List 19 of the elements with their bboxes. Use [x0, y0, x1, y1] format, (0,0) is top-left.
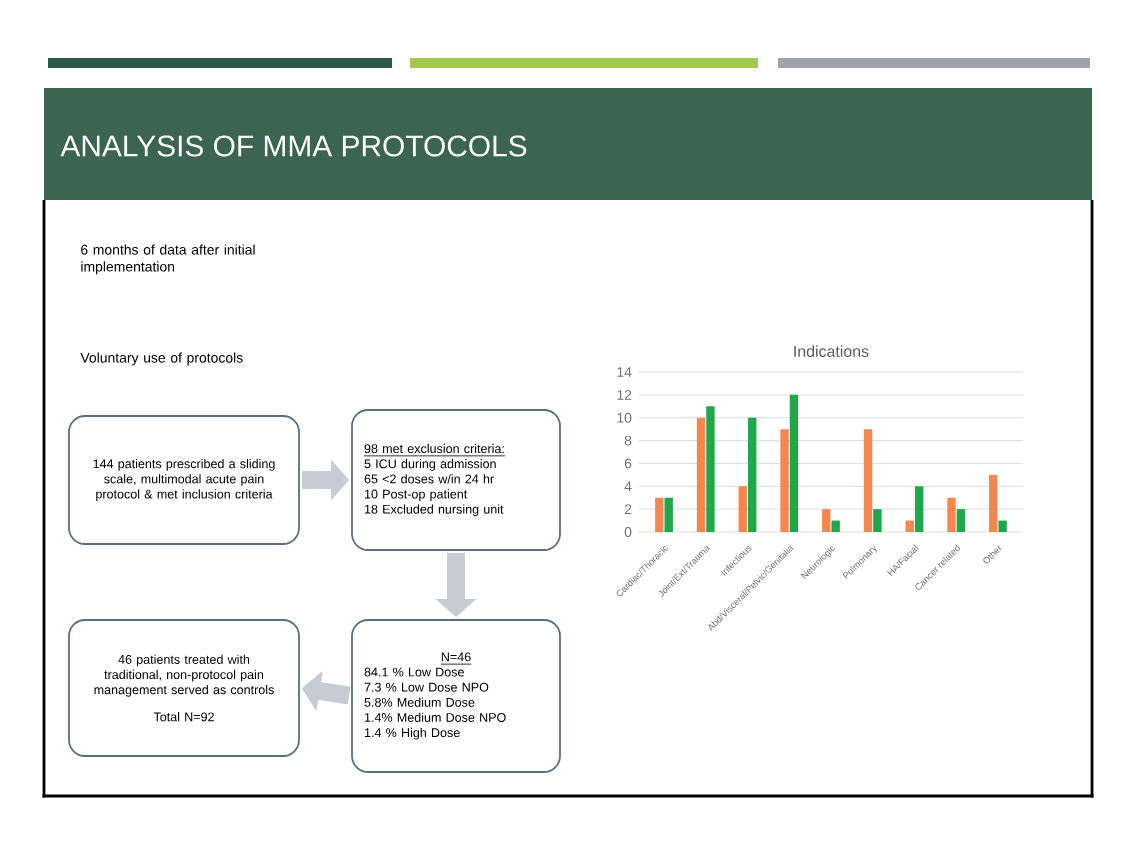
bar [655, 497, 664, 533]
bar [914, 486, 924, 533]
bar [696, 417, 706, 533]
bar [747, 417, 757, 533]
bar [989, 474, 998, 533]
bar [664, 497, 673, 533]
bar [956, 509, 966, 533]
bar [780, 429, 789, 533]
bar [905, 520, 914, 533]
bar [873, 509, 882, 533]
bar [738, 486, 747, 533]
bar [998, 520, 1007, 533]
bar [822, 509, 831, 533]
title-banner: ANALYSIS OF MMA PROTOCOLS [44, 88, 1092, 200]
bar [863, 429, 873, 533]
bar [706, 406, 715, 533]
bar [947, 497, 956, 533]
bar [831, 520, 840, 533]
bar [789, 394, 799, 533]
